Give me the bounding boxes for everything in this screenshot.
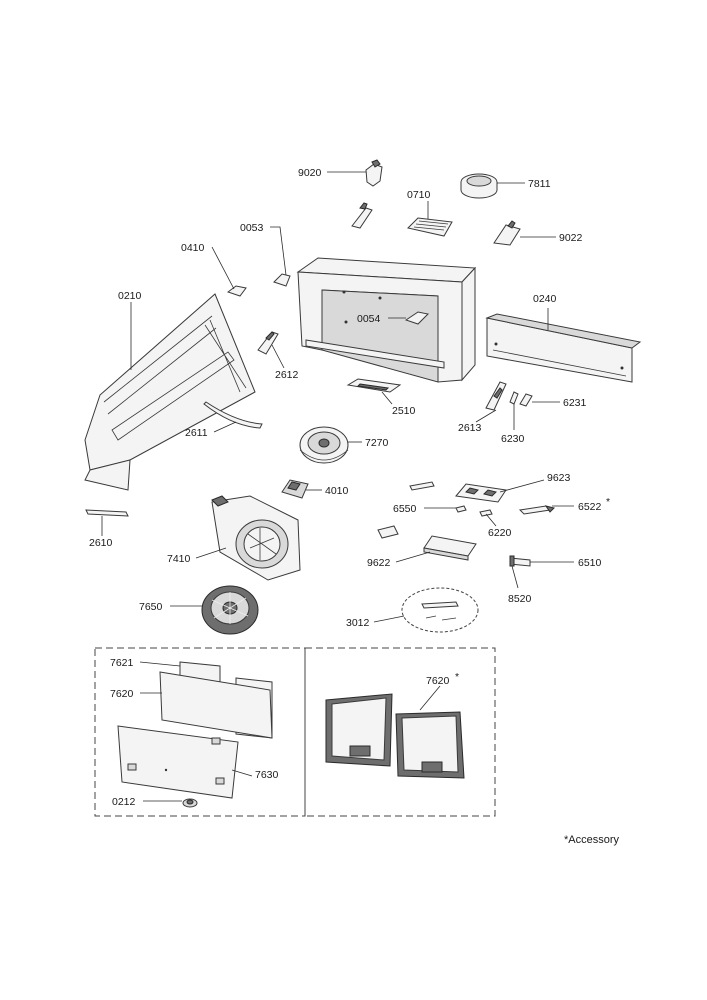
- part-9020-switch-knob[interactable]: [365, 159, 383, 187]
- leader-6220: [485, 513, 497, 527]
- label-2610: 2610: [89, 537, 113, 549]
- part-7630-front-panel[interactable]: [117, 725, 239, 799]
- filter-group-box-right: [304, 647, 496, 817]
- label-7650: 7650: [139, 601, 163, 613]
- part-9622-transformer[interactable]: [423, 535, 477, 561]
- label-7630: 7630: [255, 769, 279, 781]
- label-4010: 4010: [325, 485, 349, 497]
- part-2613-bracket[interactable]: [485, 381, 507, 411]
- leader-2613: [475, 409, 497, 423]
- part-7620-grease-filter-left[interactable]: [325, 693, 393, 767]
- footnote-accessory: *Accessory: [564, 834, 620, 846]
- label-6522-accessory-mark: *: [606, 496, 610, 508]
- filter-group-box-left: [94, 647, 306, 817]
- label-0212: 0212: [112, 796, 136, 808]
- label-2510: 2510: [392, 405, 416, 417]
- label-7620-filter-accessory-mark: *: [455, 671, 459, 683]
- label-2611: 2611: [185, 427, 208, 439]
- label-2613: 2613: [458, 422, 482, 434]
- label-3012: 3012: [346, 617, 370, 629]
- leader-2612: [271, 344, 285, 369]
- part-9623-control-board[interactable]: [455, 483, 507, 503]
- part-6231-cover[interactable]: [519, 393, 533, 407]
- part-7620-grease-filter-right[interactable]: [395, 711, 465, 779]
- label-0210: 0210: [118, 290, 142, 302]
- leader-7620b: [419, 685, 441, 711]
- label-7620-filter: 7620: [426, 675, 450, 687]
- label-7621: 7621: [110, 657, 134, 669]
- part-connector-plug[interactable]: [377, 525, 399, 539]
- label-0410: 0410: [181, 242, 205, 254]
- part-7410-blower[interactable]: [211, 495, 301, 581]
- part-0410-clip[interactable]: [226, 285, 247, 297]
- part-0240-panel[interactable]: [485, 313, 642, 383]
- leader-0053: [270, 226, 287, 276]
- part-6220-switch[interactable]: [479, 509, 493, 517]
- part-7650-carbon-filter[interactable]: [201, 585, 259, 635]
- part-housing-frame[interactable]: [296, 257, 477, 383]
- label-0240: 0240: [533, 293, 557, 305]
- part-6550-lamp[interactable]: [455, 505, 467, 513]
- label-6550: 6550: [393, 503, 417, 515]
- label-6220: 6220: [488, 527, 512, 539]
- leader-9622: [395, 551, 431, 563]
- label-7811: 7811: [528, 178, 551, 190]
- leader-8520: [511, 565, 519, 589]
- part-2611-trim[interactable]: [203, 401, 263, 429]
- label-6522: 6522: [578, 501, 602, 513]
- part-7270-motor[interactable]: [299, 426, 349, 464]
- label-9622: 9622: [367, 557, 391, 569]
- part-9022-bracket[interactable]: [493, 220, 521, 246]
- part-2510-plate[interactable]: [346, 378, 402, 393]
- part-2612-bracket[interactable]: [257, 331, 279, 355]
- leader-0410: [211, 246, 235, 290]
- label-9623: 9623: [547, 472, 571, 484]
- label-9020: 9020: [298, 167, 322, 179]
- part-6522-lamp[interactable]: [518, 505, 555, 515]
- label-7620-panel: 7620: [110, 688, 134, 700]
- label-0053: 0053: [240, 222, 264, 234]
- part-0054-clip[interactable]: [404, 311, 430, 325]
- label-2612: 2612: [275, 369, 299, 381]
- part-bracket-left-top[interactable]: [351, 202, 373, 229]
- part-0212-knob[interactable]: [182, 798, 198, 808]
- part-4010-capacitor[interactable]: [281, 479, 309, 499]
- label-8520: 8520: [508, 593, 532, 605]
- part-0053-clip[interactable]: [273, 273, 291, 287]
- leader-7621: [139, 661, 181, 667]
- label-7270: 7270: [365, 437, 389, 449]
- label-0054: 0054: [357, 313, 381, 325]
- leader-3012: [373, 615, 405, 623]
- label-9022: 9022: [559, 232, 583, 244]
- part-0210-canopy[interactable]: [84, 293, 256, 491]
- label-6510: 6510: [578, 557, 602, 569]
- leader-9623: [499, 479, 545, 493]
- leader-7410: [195, 547, 227, 559]
- label-6230: 6230: [501, 433, 525, 445]
- part-6230-switch[interactable]: [509, 391, 519, 405]
- part-2610-trim[interactable]: [85, 509, 129, 517]
- label-7410: 7410: [167, 553, 191, 565]
- part-6510-lamp[interactable]: [509, 555, 531, 567]
- leader-7630: [231, 769, 253, 777]
- part-7620-glass-panel[interactable]: [159, 671, 273, 739]
- part-3012-hardware-kit[interactable]: [401, 587, 479, 633]
- leader-2510: [381, 391, 393, 405]
- label-0710: 0710: [407, 189, 431, 201]
- label-6231: 6231: [563, 397, 587, 409]
- part-7811-round-cap[interactable]: [460, 173, 498, 199]
- part-0710-grille[interactable]: [407, 217, 453, 237]
- part-connector-small[interactable]: [409, 481, 435, 491]
- leader-2611: [213, 421, 237, 433]
